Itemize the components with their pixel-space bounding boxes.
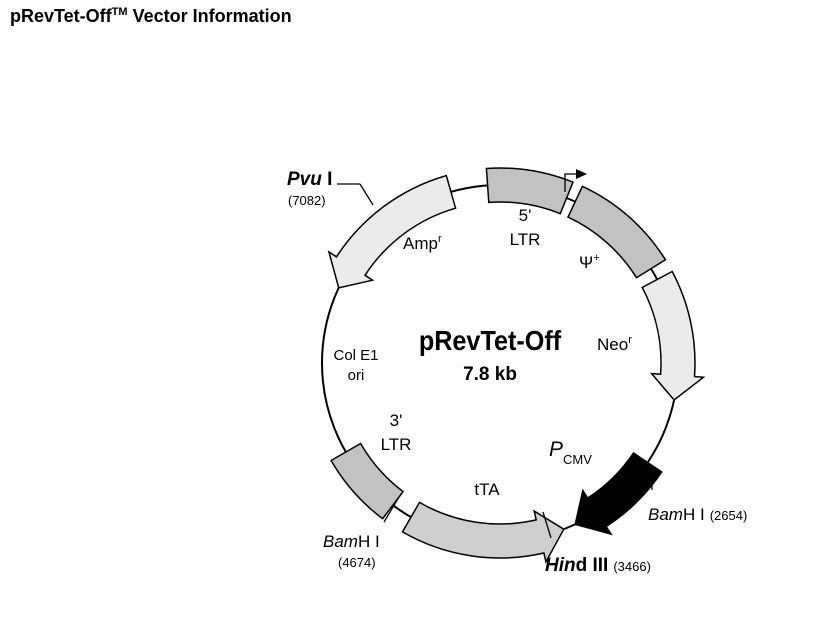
amp-label: Ampr: [403, 233, 442, 253]
bam-left-site-position: (4674): [338, 555, 376, 570]
plasmid-name: pRevTet-Off: [419, 325, 561, 357]
tta-arrow: [401, 501, 565, 564]
ltr3-label-line2: LTR: [381, 435, 412, 454]
pcmv-arrow: [574, 451, 663, 536]
hind-site: Hind III(3466): [545, 555, 651, 576]
psi-block: [567, 185, 667, 279]
ltr3-label-line1: 3': [390, 411, 403, 430]
pcmv-label: PCMV: [549, 438, 592, 467]
ltr5-block: [485, 167, 574, 215]
page-title: pRevTet-OffTM Vector Information: [10, 6, 292, 26]
ltr5-label-line1: 5': [519, 206, 532, 225]
bam-left-site-name: BamH I: [323, 532, 380, 551]
neo-arrow: [641, 270, 706, 402]
plasmid-size: 7.8 kb: [463, 364, 517, 385]
arrowhead-icon: [576, 169, 587, 179]
amp-arrow: [327, 174, 457, 289]
bam-right-site: BamH I(2654): [648, 505, 747, 524]
ori-label-line2: ori: [348, 367, 365, 384]
pvu-site-tick: [359, 183, 374, 206]
bam-left-line: [383, 496, 400, 523]
pvu-site-position: (7082): [288, 193, 326, 208]
ori-label-line1: Col E1: [333, 347, 378, 364]
neo-label: Neor: [597, 334, 632, 354]
hind-site-line: [542, 511, 552, 539]
psi-label: Ψ+: [579, 252, 600, 272]
ltr3-block: [330, 442, 405, 520]
bam-right-line: [638, 461, 653, 490]
pvu-site-name: Pvu I: [287, 169, 332, 190]
ltr5-label-line2: LTR: [510, 230, 541, 249]
tta-label: tTA: [474, 480, 500, 499]
transcription-start-arrow: [564, 173, 578, 192]
